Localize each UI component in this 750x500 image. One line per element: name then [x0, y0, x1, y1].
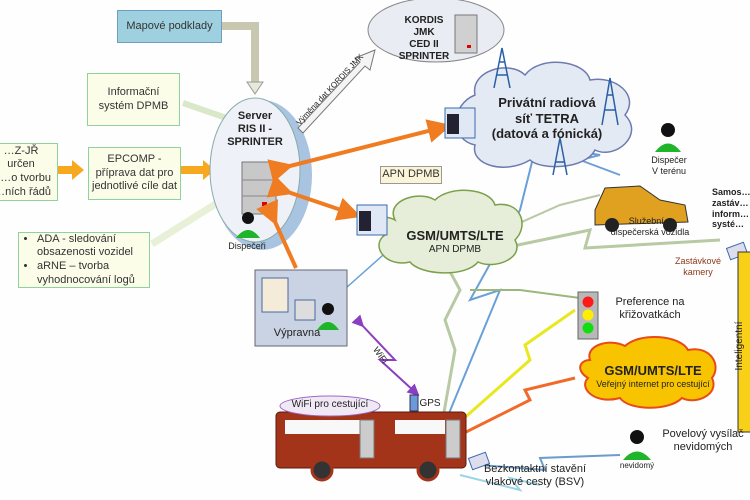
gsm-private-label: GSM/UMTS/LTE APN DPMB [406, 228, 504, 255]
bus-wifi-label: WiFi pro cestující [291, 399, 369, 410]
intelligent-panel-label: Inteligentní [734, 321, 745, 371]
dispatchers-label: Dispečeři [228, 241, 266, 251]
person-icon [236, 212, 260, 238]
apn-callout-label: APN DPMB [382, 168, 440, 181]
gsm-public-cloud [579, 335, 717, 409]
tetra-tower-icon [493, 47, 619, 176]
stop-info-panel [737, 251, 750, 433]
info-system-line-1: Informační [107, 85, 160, 98]
map-data-arrowhead [246, 81, 264, 95]
wifi-link-arrow [351, 314, 420, 397]
timetable-box: …Z-JŘ určen …o tvorbu …ních řádů [0, 143, 58, 201]
bus-wifi-cloud [279, 395, 381, 417]
epcomp-line-2: příprava dat pro [95, 166, 174, 179]
epcomp-box: EPCOMP - příprava dat pro jednotlivé cíl… [88, 147, 181, 200]
kordis-server-icon [454, 14, 478, 54]
timetable-line-2: …o tvorbu [0, 172, 51, 184]
epcomp-line-3: jednotlivé cíle dat [92, 180, 177, 193]
apn-callout: APN DPMB [380, 166, 442, 184]
server-links [256, 119, 452, 269]
tetra-cloud [455, 61, 633, 168]
stop-info-label: Samos…zastáv…inform…systé… [712, 187, 750, 230]
tetra-tower-icon-3 [552, 137, 568, 176]
epcomp-line-1: EPCOMP - [107, 152, 162, 165]
gsm-public-label: GSM/UMTS/LTE Veřejný internet pro cestuj… [596, 363, 710, 389]
depot-label: Výpravna [273, 327, 321, 339]
bus-icon [275, 411, 467, 482]
blind-person-icon [623, 430, 651, 460]
server-icon [241, 161, 277, 215]
timetable-line-3: …ních řádů [0, 185, 51, 198]
car-icon [594, 185, 689, 232]
gps-label: GPS [419, 398, 441, 409]
timetable-arrow [56, 160, 84, 180]
blind-person-label: nevidomý [619, 461, 655, 470]
map-data-box: Mapové podklady [117, 10, 222, 43]
gps-antenna-icon [409, 394, 419, 412]
computer-icon [261, 277, 289, 313]
gsm-private-cloud [377, 189, 523, 274]
field-dispatcher-icon [655, 123, 681, 152]
bsv-reader-icon [467, 451, 491, 471]
epcomp-arrow [180, 160, 215, 180]
tetra-tower-icon-2 [601, 77, 619, 126]
info-system-line-2: systém DPMB [98, 99, 169, 112]
monitor-icon [294, 299, 316, 321]
map-data-label: Mapové podklady [126, 19, 213, 32]
info-system-box: Informační systém DPMB [87, 73, 180, 126]
depot-person-icon [317, 303, 339, 330]
kordis-exchange-arrow [297, 49, 376, 134]
ada-arrow [150, 195, 227, 247]
timetable-line-1: …Z-JŘ určen [3, 144, 39, 171]
